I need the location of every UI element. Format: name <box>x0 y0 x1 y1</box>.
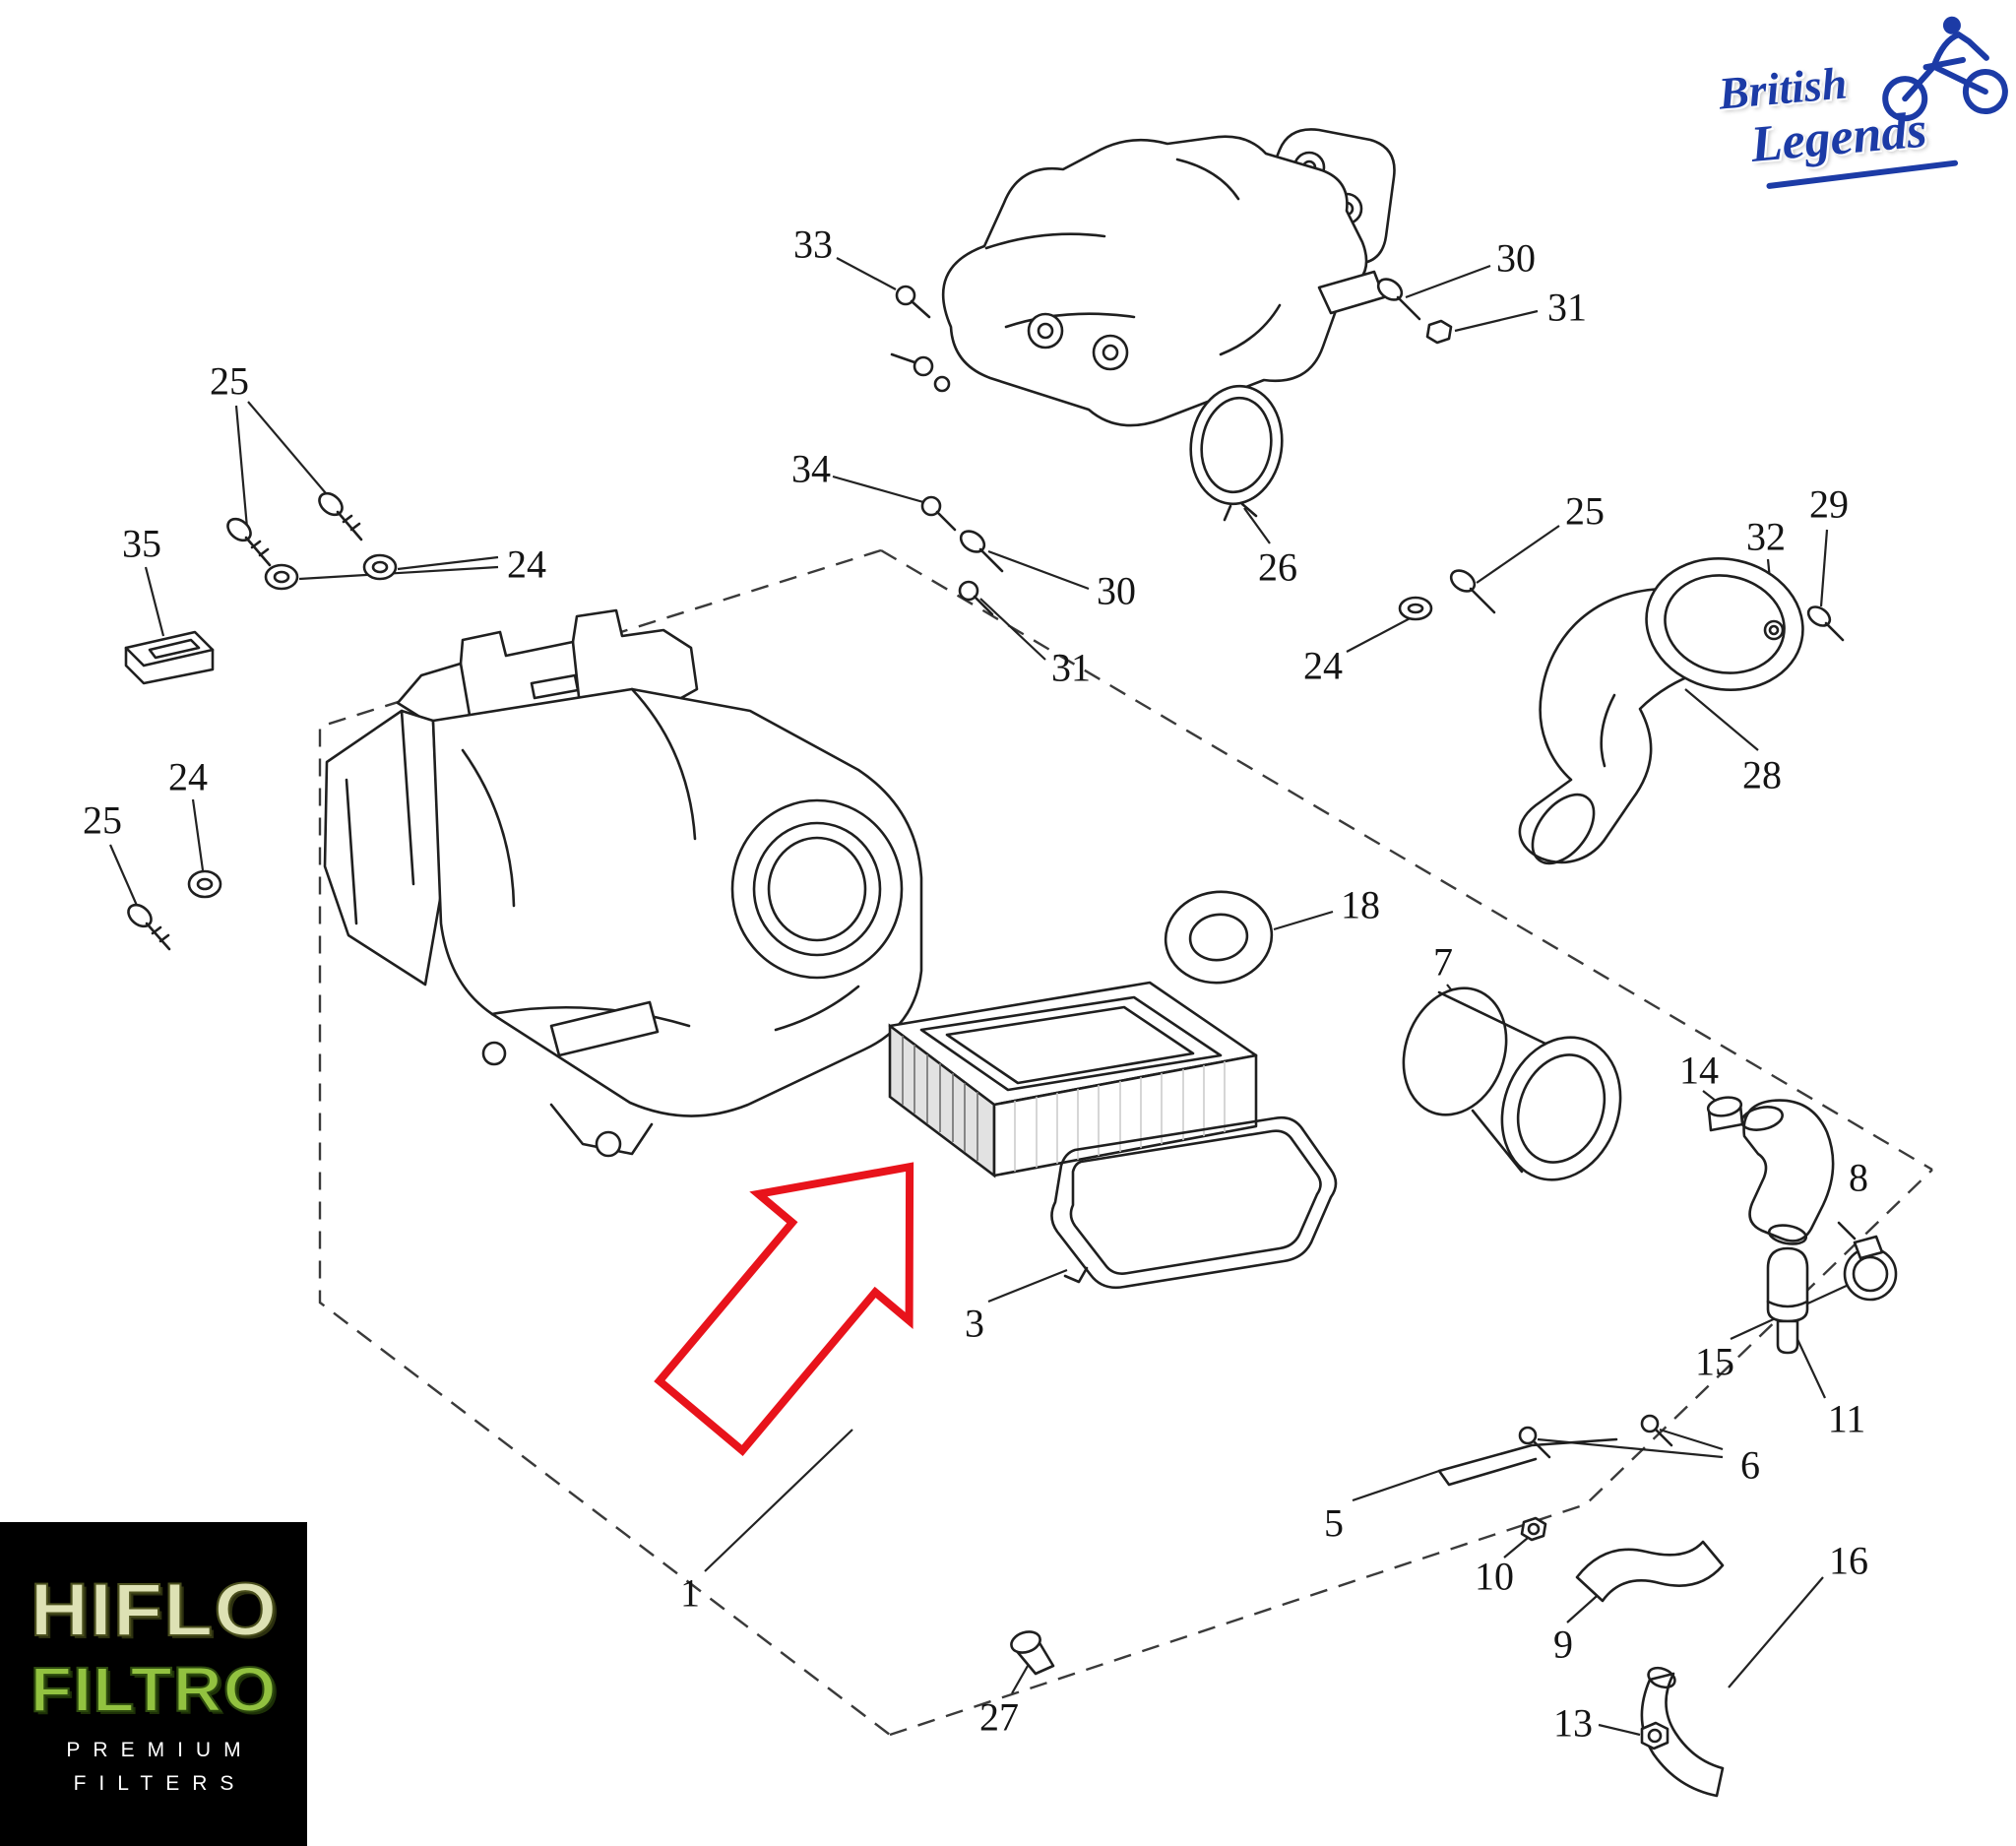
part-label-29: 29 <box>1809 481 1849 527</box>
filtro-wordmark: FILTRO <box>29 1653 278 1725</box>
premium-label: PREMIUM <box>66 1738 254 1761</box>
part-label-24-c: 24 <box>1303 643 1343 688</box>
part-label-35: 35 <box>122 521 161 566</box>
part-label-3: 3 <box>965 1301 984 1346</box>
part-label-11: 11 <box>1827 1396 1866 1441</box>
air-filter-drawing <box>888 981 1258 1178</box>
part-label-25-b: 25 <box>83 797 122 843</box>
part-label-15: 15 <box>1695 1339 1734 1384</box>
part-label-9: 9 <box>1553 1622 1573 1667</box>
hiflo-filtro-logo: HIFLO FILTRO PREMIUM FILTERS <box>0 1522 307 1846</box>
part-label-14: 14 <box>1679 1048 1719 1093</box>
bolt-27-drawing <box>1010 1630 1055 1676</box>
airbox-drawing <box>323 608 923 1158</box>
fitting-14-drawing <box>1706 1096 1744 1132</box>
hiflo-wordmark: HIFLO <box>29 1567 278 1652</box>
heat-shield-drawing <box>890 128 1396 427</box>
part-label-24-a: 24 <box>507 541 546 587</box>
part-label-8: 8 <box>1849 1155 1868 1200</box>
part-label-32: 32 <box>1746 514 1786 559</box>
hose-9-drawing <box>1575 1540 1725 1603</box>
part-label-31-a: 31 <box>1051 645 1091 690</box>
dashed-boundary <box>318 548 1933 1737</box>
part-label-10: 10 <box>1475 1554 1514 1599</box>
seal-ring-drawing <box>1164 890 1274 985</box>
fasteners-left-drawing <box>124 491 398 951</box>
part-label-6: 6 <box>1740 1442 1760 1488</box>
elbow-hose-drawing <box>1740 1099 1835 1245</box>
fasteners-top-drawing <box>920 278 1845 642</box>
part-label-25-c: 25 <box>1565 488 1605 534</box>
part-label-7: 7 <box>1433 939 1453 985</box>
part-label-24-b: 24 <box>168 754 208 799</box>
part-label-18: 18 <box>1341 882 1380 927</box>
part-label-30-b: 30 <box>1496 235 1536 281</box>
coupling-drawing <box>1402 987 1622 1181</box>
clamp-15-drawing <box>1837 1221 1898 1302</box>
red-arrow <box>654 1162 914 1456</box>
nut-10-drawing <box>1520 1516 1547 1542</box>
part-label-25-a: 25 <box>210 358 249 404</box>
part-label-33: 33 <box>793 222 833 267</box>
part-label-1: 1 <box>680 1570 700 1616</box>
motorcycle-icon <box>1882 16 2008 122</box>
screws-6-drawing <box>1518 1414 1673 1459</box>
part-label-31-b: 31 <box>1547 285 1587 330</box>
sensor-drawing <box>1766 1246 1809 1355</box>
part-label-30-a: 30 <box>1097 568 1136 613</box>
part-label-34: 34 <box>791 446 831 491</box>
british-legends-logo: British Legends <box>1708 13 2016 205</box>
part-label-5: 5 <box>1324 1500 1344 1546</box>
hose-clamp-26-drawing <box>1189 384 1284 522</box>
hose-16-drawing <box>1640 1666 1725 1798</box>
part-label-28: 28 <box>1742 752 1782 797</box>
gasket-drawing <box>1050 1115 1338 1290</box>
part-label-26: 26 <box>1258 544 1297 590</box>
nut-13-drawing <box>1640 1721 1670 1751</box>
intake-duct-drawing <box>1518 557 1804 865</box>
part-label-13: 13 <box>1553 1700 1593 1746</box>
part-label-16: 16 <box>1829 1538 1868 1583</box>
filters-label: FILTERS <box>73 1771 247 1795</box>
part-label-27: 27 <box>979 1694 1019 1740</box>
bracket-5-drawing <box>1437 1437 1618 1487</box>
leader-lines <box>108 257 1852 1737</box>
